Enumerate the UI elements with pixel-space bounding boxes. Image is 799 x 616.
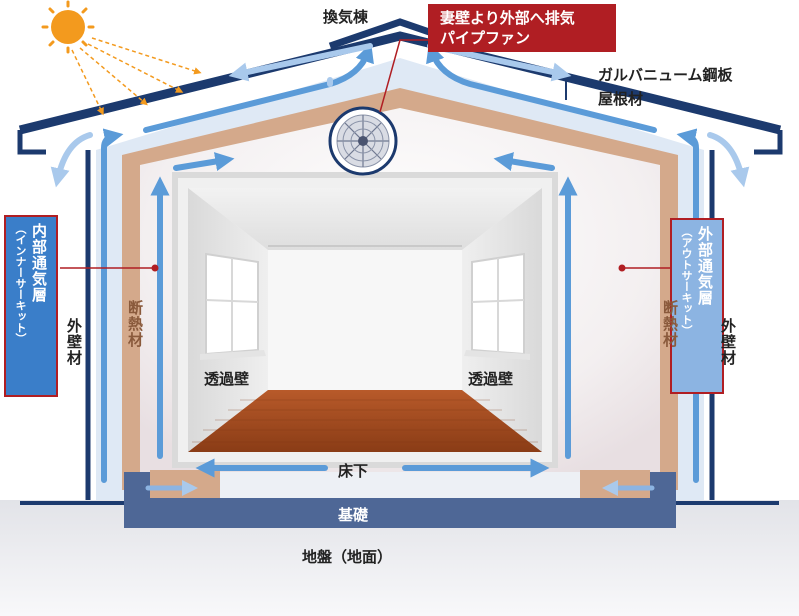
fan-note-line1: 妻壁より外部へ排気 [440,9,575,27]
sill-left [150,470,220,498]
outer-layer-callout: 外部通気層 （アウトサーキット） [670,218,724,394]
ridge-vent-label: 換気棟 [323,8,369,26]
fan-note-line2: パイプファン [440,29,531,47]
inner-layer-subtitle: （インナーサーキット） [14,223,27,344]
foundation-label: 基礎 [338,506,369,524]
outer-layer-title: 外部通気層 [696,226,714,306]
insulation-right-label: 断熱材 [661,300,679,348]
callout-lines [60,39,670,269]
transmission-wall-right-label: 透過壁 [468,370,514,388]
roof-callout-line [565,79,589,100]
roof-eave-left [17,130,46,155]
pipe-fan-icon [328,106,398,176]
window-left [200,252,266,360]
inner-circuit-arrows [150,152,578,478]
room-floor [188,390,542,452]
outer-layer-subtitle: （アウトサーキット） [680,226,693,336]
roof-eave-right [754,130,783,155]
transmission-wall-left-label: 透過壁 [204,370,250,388]
fan-callout: 妻壁より外部へ排気 パイプファン [428,4,616,52]
callout-dots [151,264,626,272]
floor-planks [192,399,538,443]
inner-layer-title: 内部通気層 [30,223,48,303]
roof-material-label-line1: ガルバニューム鋼板 [598,66,733,84]
window-right [464,252,530,360]
ground-label: 地盤（地面） [302,548,393,566]
exterior-wall-left-label: 外壁材 [65,318,83,366]
room-back-wall [268,250,462,390]
underfloor-label: 床下 [338,462,369,480]
sun-rays [71,37,202,116]
underfloor-space [150,472,650,498]
exterior-wall-right-label: 外壁材 [719,318,737,366]
sill-right [580,470,650,498]
insulation-left-label: 断熱材 [126,300,144,348]
inner-layer-callout: 内部通気層 （インナーサーキット） [4,215,58,397]
roof-material-label-line2: 屋根材 [598,90,644,108]
room-ceiling [188,188,542,250]
sun-icon [41,0,95,54]
